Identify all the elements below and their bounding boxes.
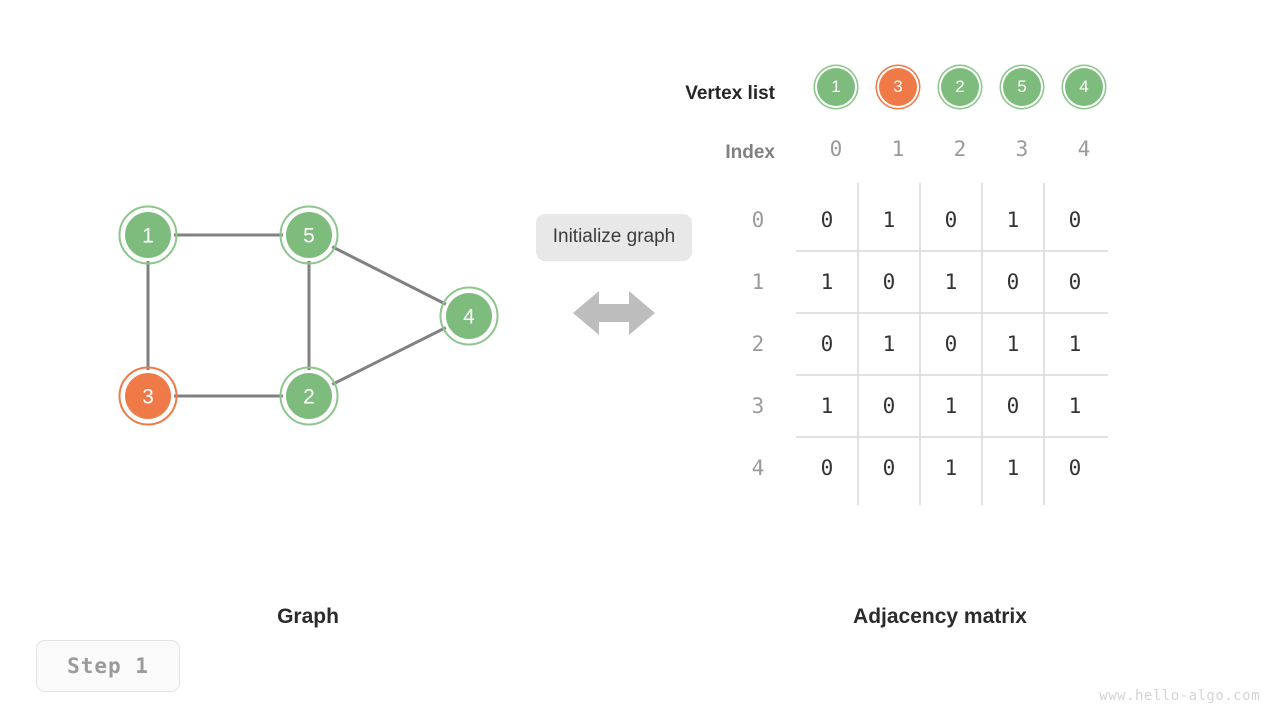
matrix-column-headers: 0 1 2 3 4: [805, 137, 1115, 161]
graph-node[interactable]: 3: [118, 366, 178, 426]
edge-layer: [146, 233, 470, 398]
matrix-cell[interactable]: 1: [1006, 208, 1020, 232]
graph-node-circle: [286, 373, 332, 419]
matrix-cell[interactable]: 1: [944, 394, 958, 418]
matrix-cell[interactable]: 1: [1068, 394, 1082, 418]
vertex-list-node[interactable]: 3: [879, 68, 917, 106]
matrix-cell[interactable]: 1: [1006, 456, 1020, 480]
watermark: www.hello-algo.com: [1099, 688, 1260, 704]
matrix-cell[interactable]: 0: [820, 332, 834, 356]
matrix-row-header: 4: [751, 456, 765, 480]
matrix-cell[interactable]: 1: [820, 270, 834, 294]
matrix-cell[interactable]: 0: [882, 456, 896, 480]
matrix-column-header: 3: [1015, 137, 1029, 161]
matrix-column-header: 0: [829, 137, 843, 161]
operation-label: Initialize graph: [535, 214, 693, 261]
vertex-list-cell: 2: [929, 68, 991, 106]
matrix-cell[interactable]: 1: [1006, 332, 1020, 356]
matrix-cell[interactable]: 0: [1006, 394, 1020, 418]
matrix-cell[interactable]: 1: [882, 332, 896, 356]
graph-node[interactable]: 4: [439, 286, 499, 346]
matrix-cell[interactable]: 0: [944, 332, 958, 356]
double-arrow-horizontal-glyph: [573, 291, 655, 335]
graph-node-outer-ring: [118, 205, 178, 265]
vertex-list-cell: 1: [805, 68, 867, 106]
vertex-list-label: Vertex list: [685, 83, 775, 104]
matrix-cell[interactable]: 0: [1068, 270, 1082, 294]
vertex-list-cell: 4: [1053, 68, 1115, 106]
graph-edge: [308, 233, 470, 318]
matrix-column-header: 4: [1077, 137, 1091, 161]
graph-node-circle: [286, 212, 332, 258]
matrix-row-header: 0: [751, 208, 765, 232]
graph-node-circle: [125, 373, 171, 419]
matrix-cell[interactable]: 1: [882, 208, 896, 232]
graph-edge: [308, 314, 470, 398]
graph-caption: Graph: [277, 605, 339, 628]
matrix-row: 0 0 1 0 1 0: [752, 189, 1108, 251]
matrix-row: 1 1 0 1 0 0: [752, 251, 1108, 313]
matrix-grid: 0 0 1 0 1 0 1 1 0 1 0 0 2 0 1 0 1 1 3 1 0 1 0 1 4 0 0 1 1 0: [752, 183, 1108, 505]
matrix-row: 2 0 1 0 1 1: [752, 313, 1108, 375]
matrix-cell[interactable]: 0: [882, 394, 896, 418]
matrix-row-header: 1: [751, 270, 765, 294]
matrix-cell[interactable]: 0: [1068, 456, 1082, 480]
step-badge: Step 1: [36, 640, 180, 692]
matrix-cell[interactable]: 1: [944, 270, 958, 294]
matrix-row-header: 2: [751, 332, 765, 356]
graph-node-circle: [125, 212, 171, 258]
matrix-cell[interactable]: 0: [1006, 270, 1020, 294]
graph-node-label: 2: [303, 386, 315, 409]
matrix-column-header: 1: [891, 137, 905, 161]
graph-node-outer-ring: [279, 366, 339, 426]
vertex-list-node[interactable]: 5: [1003, 68, 1041, 106]
matrix-row-header: 3: [751, 394, 765, 418]
graph-node[interactable]: 5: [279, 205, 339, 265]
index-label: Index: [725, 142, 775, 163]
graph-node-label: 3: [142, 386, 154, 409]
graph-node-label: 4: [463, 306, 475, 329]
matrix-row: 4 0 0 1 1 0: [752, 437, 1108, 499]
matrix-cell[interactable]: 0: [820, 208, 834, 232]
matrix-cell[interactable]: 0: [820, 456, 834, 480]
graph-node-outer-ring: [439, 286, 499, 346]
node-layer: 1 5 4 3 2: [118, 205, 499, 426]
matrix-cell[interactable]: 1: [820, 394, 834, 418]
graph-node-label: 1: [142, 225, 154, 248]
double-arrow-horizontal-icon: [516, 287, 712, 339]
graph-node[interactable]: 2: [279, 366, 339, 426]
matrix-column-header: 2: [953, 137, 967, 161]
matrix-gridlines: [796, 183, 1108, 505]
matrix-cell[interactable]: 1: [944, 456, 958, 480]
matrix-row: 3 1 0 1 0 1: [752, 375, 1108, 437]
graph-node-outer-ring: [279, 205, 339, 265]
graph-node-outer-ring: [118, 366, 178, 426]
vertex-list-cell: 3: [867, 68, 929, 106]
graph-node[interactable]: 1: [118, 205, 178, 265]
matrix-cell[interactable]: 0: [1068, 208, 1082, 232]
vertex-list-node[interactable]: 1: [817, 68, 855, 106]
vertex-list-node[interactable]: 2: [941, 68, 979, 106]
vertex-list-node[interactable]: 4: [1065, 68, 1103, 106]
vertex-list-cell: 5: [991, 68, 1053, 106]
operation-column: Initialize graph: [516, 214, 712, 339]
graph-node-label: 5: [303, 225, 315, 248]
matrix-cell[interactable]: 1: [1068, 332, 1082, 356]
graph-node-circle: [446, 293, 492, 339]
matrix-caption: Adjacency matrix: [853, 605, 1027, 628]
graph-panel: 1 5 4 3 2: [0, 0, 520, 560]
matrix-cell[interactable]: 0: [944, 208, 958, 232]
graph-diagram: 1 5 4 3 2: [118, 205, 499, 426]
matrix-cell[interactable]: 0: [882, 270, 896, 294]
